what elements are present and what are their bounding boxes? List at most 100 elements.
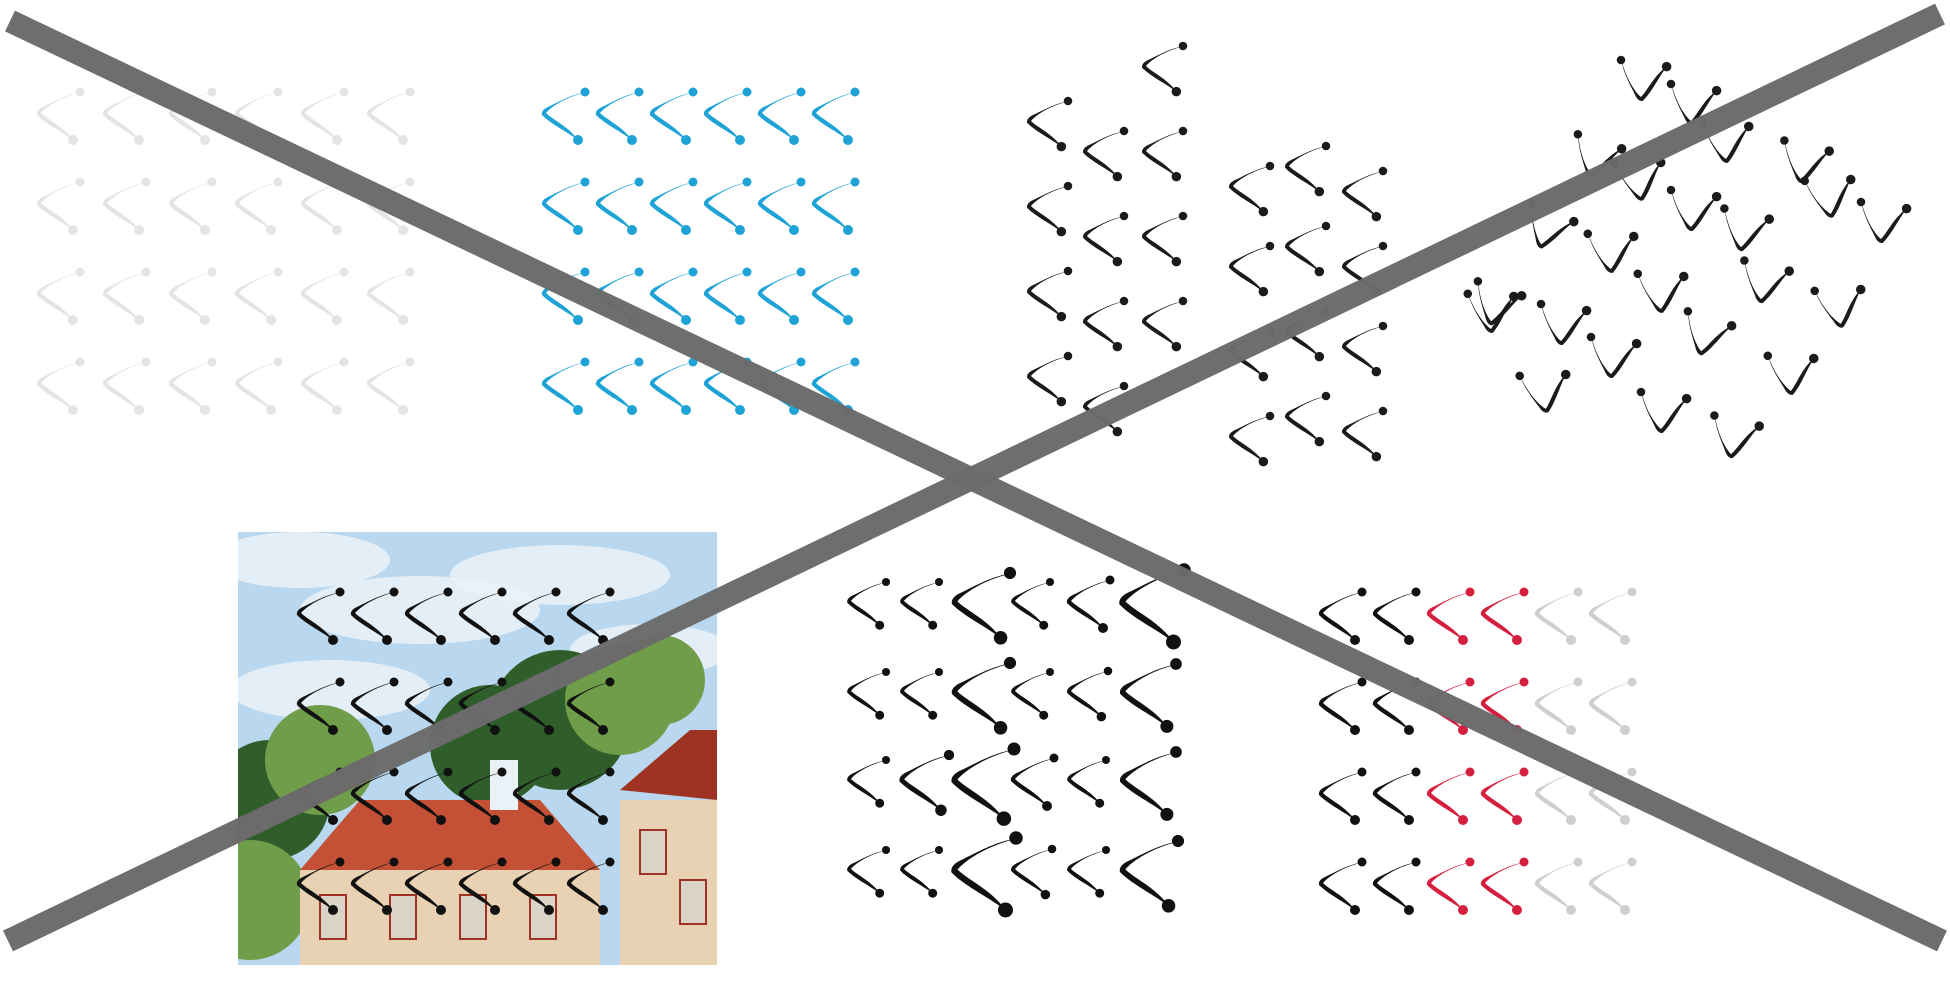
- bird-motif: [1683, 307, 1737, 356]
- bird-motif: [1285, 141, 1331, 197]
- bird-motif: [404, 857, 453, 915]
- bird-motif: [1067, 666, 1113, 722]
- bird-motif: [1011, 844, 1057, 900]
- bird-motif: [1119, 834, 1185, 913]
- black-rotated-scatter: [1463, 55, 1912, 459]
- bird-motif: [757, 177, 806, 235]
- bird-motif: [541, 177, 590, 235]
- bird-motif: [1856, 197, 1912, 243]
- bird-motif: [1426, 587, 1475, 645]
- bird-motif: [300, 267, 349, 325]
- bird-motif: [1010, 753, 1059, 811]
- bird-motif: [296, 857, 345, 915]
- bird-motif: [1285, 221, 1331, 277]
- bird-motif: [404, 587, 453, 645]
- bird-motif: [1480, 587, 1529, 645]
- bird-motif: [566, 767, 615, 825]
- bird-motif: [102, 177, 151, 235]
- bird-motif: [1318, 677, 1367, 735]
- bird-motif: [1027, 96, 1073, 152]
- bird-motif: [1372, 587, 1421, 645]
- bird-motif: [350, 677, 399, 735]
- bird-motif: [1710, 411, 1764, 459]
- bird-motif: [350, 587, 399, 645]
- photo-background: [238, 532, 717, 965]
- bird-motif: [1119, 658, 1182, 733]
- bird-motif: [1318, 767, 1367, 825]
- bird-motif: [900, 577, 944, 630]
- bird-motif: [1588, 677, 1637, 735]
- bird-motif: [1142, 211, 1188, 267]
- bird-motif: [366, 177, 415, 235]
- bird-motif: [1633, 269, 1689, 313]
- bird-motif: [541, 87, 590, 145]
- bird-motif: [1426, 767, 1475, 825]
- bird-motif: [1534, 587, 1583, 645]
- bird-motif: [1067, 845, 1111, 898]
- bird-motif: [168, 177, 217, 235]
- bird-motif: [1229, 241, 1275, 297]
- bird-motif: [1616, 55, 1672, 101]
- bird-motif: [1083, 381, 1129, 437]
- bird-motif: [1588, 587, 1637, 645]
- bird-motif: [1342, 321, 1388, 377]
- bird-motif: [1666, 185, 1722, 231]
- bird-motif: [1534, 677, 1583, 735]
- bird-motif: [366, 87, 415, 145]
- bird-motif: [1515, 369, 1571, 413]
- mixed-color-grid: [1318, 587, 1637, 915]
- bird-motif: [300, 87, 349, 145]
- bird-motif: [1318, 587, 1367, 645]
- bird-motif: [847, 667, 891, 720]
- bird-motif: [1586, 332, 1642, 378]
- bird-motif: [566, 677, 615, 735]
- bird-motif: [1583, 229, 1639, 273]
- bird-motif: [1780, 136, 1834, 184]
- bird-motif: [1011, 667, 1055, 720]
- bird-motif: [1318, 857, 1367, 915]
- bird-motif: [1720, 204, 1774, 252]
- bird-motif: [36, 267, 85, 325]
- bird-motif: [595, 357, 644, 415]
- bird-motif: [458, 767, 507, 825]
- bird-motif: [595, 87, 644, 145]
- bird-motif: [1588, 857, 1637, 915]
- bird-motif: [847, 577, 891, 630]
- bird-motif: [1027, 181, 1073, 237]
- bird-motif: [1229, 411, 1275, 467]
- bird-motif: [649, 357, 698, 415]
- bird-motif: [458, 857, 507, 915]
- bird-motif: [36, 177, 85, 235]
- cross-out-mark: [3, 3, 1947, 952]
- bird-motif: [951, 656, 1017, 735]
- bird-motif: [1027, 266, 1073, 322]
- bird-motif: [458, 677, 507, 735]
- bird-motif: [811, 87, 860, 145]
- bird-motif: [900, 845, 944, 898]
- bird-motif: [541, 357, 590, 415]
- bird-motif: [168, 267, 217, 325]
- bird-motif: [703, 177, 752, 235]
- bird-motif: [1342, 406, 1388, 462]
- bird-motif: [811, 177, 860, 235]
- bird-motif: [951, 831, 1023, 918]
- bird-motif: [703, 87, 752, 145]
- bird-motif: [1463, 289, 1519, 333]
- bird-motif: [366, 267, 415, 325]
- bird-motif: [649, 177, 698, 235]
- bird-motif: [1480, 767, 1529, 825]
- bird-motif: [168, 87, 217, 145]
- bird-motif: [757, 267, 806, 325]
- bird-motif: [350, 767, 399, 825]
- bird-motif: [811, 267, 860, 325]
- blue-grid: [541, 87, 860, 415]
- bird-motif: [1636, 387, 1692, 433]
- bird-motif: [234, 357, 283, 415]
- bird-motif: [541, 267, 590, 325]
- bird-motif: [1480, 857, 1529, 915]
- bird-motif: [1083, 296, 1129, 352]
- bird-motif: [1229, 161, 1275, 217]
- bird-motif: [900, 667, 944, 720]
- bird-motif: [1588, 767, 1637, 825]
